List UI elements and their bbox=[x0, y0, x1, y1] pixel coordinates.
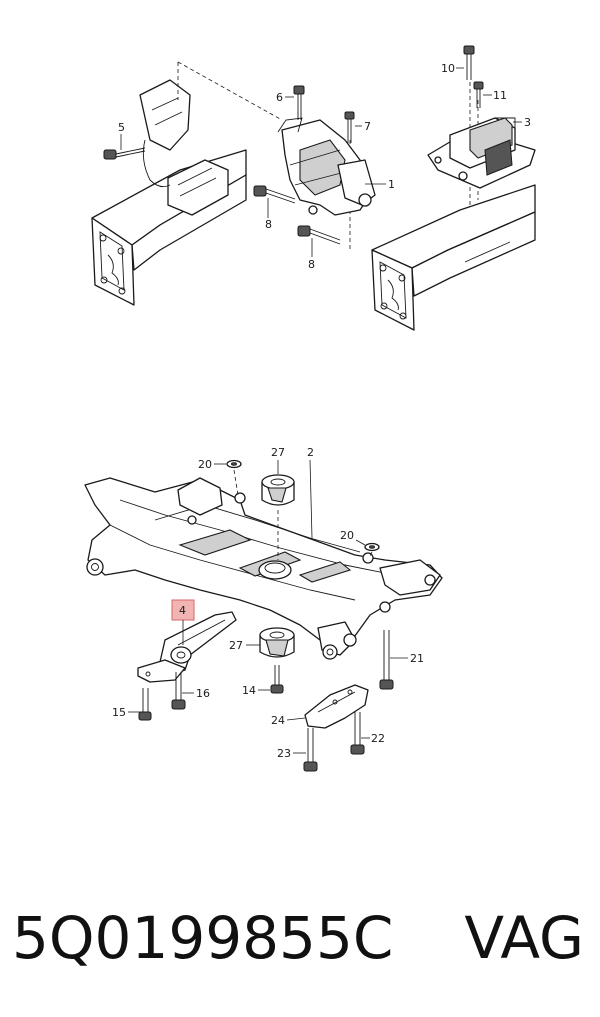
bolt-10 bbox=[463, 45, 475, 80]
callout-4: 4 bbox=[179, 604, 186, 617]
callout-14: 14 bbox=[242, 684, 256, 697]
callout-16: 16 bbox=[196, 687, 210, 700]
subframe-2 bbox=[84, 477, 443, 660]
bracket-24 bbox=[304, 684, 369, 729]
callout-27-top: 27 bbox=[271, 446, 285, 459]
upper-assembly: 10 11 3 6 7 5 1 8 8 bbox=[91, 45, 536, 331]
callout-8-upper: 8 bbox=[265, 218, 272, 231]
callout-15: 15 bbox=[112, 706, 126, 719]
callout-27-lower: 27 bbox=[229, 639, 243, 652]
callout-10: 10 bbox=[441, 62, 455, 75]
callout-20-left: 20 bbox=[198, 458, 212, 471]
callout-7: 7 bbox=[364, 120, 371, 133]
callout-11: 11 bbox=[493, 89, 507, 102]
brand-name: VAG bbox=[464, 904, 584, 972]
bolt-23 bbox=[303, 728, 318, 772]
bolt-21 bbox=[379, 630, 394, 690]
bolt-16 bbox=[171, 672, 186, 710]
bush-27-lower bbox=[259, 627, 295, 658]
part-caption: 5Q0199855C VAG bbox=[12, 893, 592, 983]
callout-1: 1 bbox=[388, 178, 395, 191]
callout-22: 22 bbox=[371, 732, 385, 745]
callout-24: 24 bbox=[271, 714, 285, 727]
part-number: 5Q0199855C bbox=[12, 904, 394, 972]
subframe-assembly bbox=[84, 459, 443, 772]
callout-8-lower: 8 bbox=[308, 258, 315, 271]
callout-5: 5 bbox=[118, 121, 125, 134]
bolt-5 bbox=[103, 147, 146, 160]
washer-20-right bbox=[364, 542, 380, 552]
bolt-11 bbox=[473, 81, 484, 108]
left-frame-rail bbox=[91, 79, 247, 306]
bolt-8-lower bbox=[297, 225, 341, 245]
callout-3: 3 bbox=[524, 116, 531, 129]
bolt-7 bbox=[344, 111, 355, 143]
bolt-8-upper bbox=[253, 185, 296, 204]
callouts-lower: 20 27 2 20 4 27 21 16 14 15 24 22 23 bbox=[112, 446, 424, 760]
washer-20-left bbox=[226, 459, 242, 469]
engine-mount-1 bbox=[277, 117, 376, 216]
callout-2: 2 bbox=[307, 446, 314, 459]
right-frame-rail bbox=[371, 184, 536, 331]
callout-20-right: 20 bbox=[340, 529, 354, 542]
callout-23: 23 bbox=[277, 747, 291, 760]
bolt-22 bbox=[350, 712, 365, 755]
bolt-14 bbox=[270, 665, 284, 694]
callout-21: 21 bbox=[410, 652, 424, 665]
callouts-upper: 10 11 3 6 7 5 1 8 8 bbox=[118, 62, 531, 271]
gearbox-mount-3 bbox=[427, 117, 536, 189]
bush-27-top bbox=[261, 474, 295, 506]
callout-6: 6 bbox=[276, 91, 283, 104]
bolt-6 bbox=[293, 85, 305, 120]
pendulum-support-4 bbox=[137, 611, 237, 683]
bolt-15 bbox=[138, 688, 152, 721]
